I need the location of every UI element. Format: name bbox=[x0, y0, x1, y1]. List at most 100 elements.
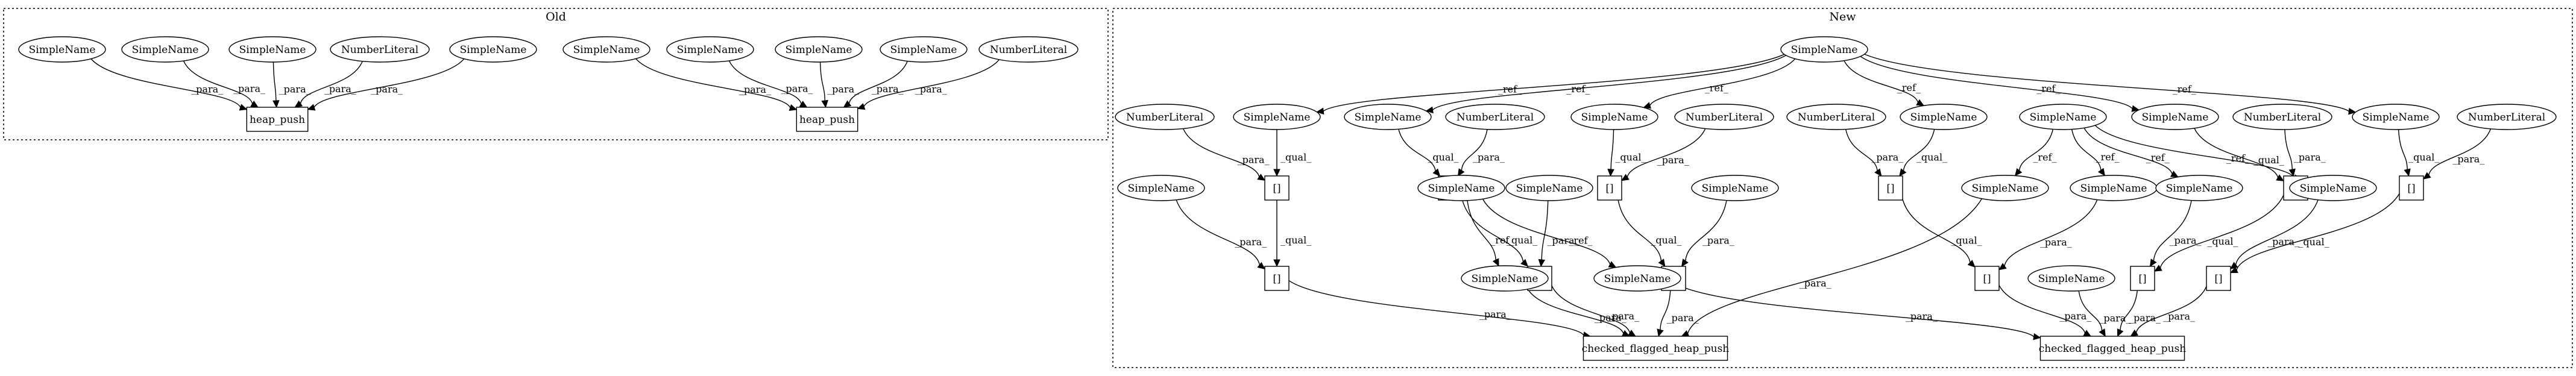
edge-label: _qual_ bbox=[1428, 151, 1458, 163]
cluster-border bbox=[1112, 8, 2573, 368]
node-n_sF: SimpleName bbox=[2352, 104, 2440, 130]
edge-line bbox=[313, 58, 465, 108]
edge-label: _qual_ bbox=[1507, 234, 1537, 246]
node-ellipse bbox=[775, 36, 863, 63]
edge-line bbox=[1176, 199, 1261, 265]
edge-label: _qual_ bbox=[1951, 235, 1982, 246]
edge-line bbox=[1902, 199, 1971, 263]
edge-label: _para_ bbox=[1800, 277, 1831, 289]
edge-label: _ref_ bbox=[2036, 83, 2060, 95]
edge-n_sI-to-n_c3: _para_ bbox=[1681, 200, 1734, 267]
arrowhead-icon bbox=[1273, 259, 1280, 268]
edge-n_sN-to-n_cfhp1: _para_ bbox=[1527, 289, 1630, 337]
edge-line bbox=[1844, 60, 1919, 103]
edge-n_top-to-n_sE: _ref_ bbox=[1860, 55, 2140, 112]
arrowhead-icon bbox=[2131, 105, 2140, 112]
edge-n_sP-to-n_sO: _ref_ bbox=[1482, 198, 1617, 268]
node-label: heap_push bbox=[799, 114, 855, 126]
arrowhead-icon bbox=[2099, 328, 2106, 337]
node-label: [] bbox=[2407, 183, 2415, 195]
edge-line bbox=[1903, 129, 1935, 171]
edge-label: _para_ bbox=[2452, 153, 2484, 164]
node-label: SimpleName bbox=[2166, 183, 2233, 195]
node-ellipse bbox=[1961, 175, 2049, 201]
node-o_s3: SimpleName bbox=[228, 36, 316, 63]
edge-label: _qual_ bbox=[2408, 152, 2439, 163]
edge-line bbox=[2235, 199, 2319, 265]
edge-n_b5-to-n_c5: _qual_ bbox=[2153, 195, 2284, 272]
edge-n_nl3-to-n_b3: _para_ bbox=[1620, 128, 1706, 181]
edge-line bbox=[1864, 54, 2349, 112]
node-ellipse bbox=[1900, 104, 1988, 130]
edge-label: _qual_ bbox=[1280, 152, 1311, 163]
node-label: SimpleName bbox=[1972, 183, 2039, 195]
edge-o_s5-to-o_hp2: _para_ bbox=[635, 58, 798, 111]
node-ellipse bbox=[2352, 104, 2440, 130]
arrowhead-icon bbox=[1607, 169, 1614, 177]
node-n_sG: SimpleName bbox=[1117, 175, 1205, 201]
node-label: [] bbox=[1273, 273, 1280, 285]
node-ellipse bbox=[2232, 104, 2332, 130]
node-label: SimpleName bbox=[573, 44, 640, 56]
edge-o_s8-to-o_hp2: _para_ bbox=[843, 61, 908, 108]
edge-line bbox=[1482, 198, 1611, 265]
edge-n_nl4-to-n_b4: _para_ bbox=[1845, 129, 1903, 177]
arrowhead-icon bbox=[1681, 258, 1689, 267]
arrowhead-icon bbox=[1620, 174, 1630, 181]
node-label: SimpleName bbox=[1244, 111, 1311, 124]
edge-line bbox=[2236, 193, 2400, 271]
edge-line bbox=[1610, 129, 1614, 170]
node-ellipse bbox=[562, 36, 650, 63]
node-ellipse bbox=[2131, 104, 2219, 130]
edge-label: _para_ bbox=[2170, 234, 2202, 246]
node-o_s1: SimpleName bbox=[18, 36, 106, 63]
edge-n_b1-to-n_c1: _qual_ bbox=[1273, 200, 1311, 268]
edge-o_n2-to-o_hp2: _para_ bbox=[857, 59, 1000, 110]
node-label: [] bbox=[1273, 183, 1280, 195]
edge-label: _para_ bbox=[2040, 237, 2072, 248]
edge-n_b4-to-n_c4: _qual_ bbox=[1902, 199, 1982, 268]
node-o_s8: SimpleName bbox=[880, 36, 968, 63]
edge-o_s2-to-o_hp1: _para_ bbox=[183, 60, 265, 108]
node-box bbox=[2206, 266, 2231, 291]
arrowhead-icon bbox=[294, 100, 303, 108]
arrowhead-icon bbox=[2288, 168, 2296, 177]
node-n_b6: [] bbox=[2399, 175, 2424, 201]
edge-n_sMid-to-n_sJ: _ref_ bbox=[2014, 129, 2057, 177]
edge-label: _para_ bbox=[279, 83, 311, 95]
node-ellipse bbox=[1445, 104, 1545, 130]
node-ellipse bbox=[2155, 175, 2243, 201]
node-box bbox=[246, 107, 309, 132]
arrowhead-icon bbox=[239, 104, 248, 111]
arrowhead-icon bbox=[843, 100, 852, 108]
node-ellipse bbox=[880, 36, 968, 63]
node-o_hp1: heap_push bbox=[246, 107, 309, 132]
node-box bbox=[1264, 266, 1290, 291]
node-n_nl5: NumberLiteral bbox=[2232, 104, 2332, 130]
node-n_sK: SimpleName bbox=[2070, 175, 2158, 201]
node-box bbox=[1582, 336, 1728, 361]
node-n_sL: SimpleName bbox=[2155, 175, 2243, 201]
cluster-border bbox=[3, 8, 1109, 140]
arrowhead-icon bbox=[1273, 169, 1280, 177]
edge-n_nl2-to-n_b2: _para_ bbox=[1457, 129, 1505, 177]
arrowhead-icon bbox=[857, 103, 866, 110]
node-ellipse bbox=[18, 36, 106, 63]
node-n_sQ: SimpleName bbox=[2027, 265, 2115, 292]
edge-line bbox=[2120, 290, 2138, 330]
node-n_sN: SimpleName bbox=[1461, 265, 1549, 292]
edge-n_nl5-to-n_b5: _para_ bbox=[2284, 129, 2326, 177]
cluster-old: Old bbox=[3, 8, 1109, 140]
edge-label: _ref_ bbox=[2173, 84, 2196, 95]
node-ellipse bbox=[978, 36, 1079, 63]
edge-label: _para_ bbox=[1667, 312, 1699, 324]
node-label: NumberLiteral bbox=[1686, 111, 1763, 124]
edges-layer: _para__para__para__para__para__para__par… bbox=[90, 54, 2492, 340]
node-n_cfhp2: checked_flagged_heap_push bbox=[2039, 336, 2186, 361]
edge-n_top-to-n_sF: _ref_ bbox=[1864, 54, 2357, 115]
arrowhead-icon bbox=[1622, 330, 1630, 337]
edge-label: _qual_ bbox=[2298, 236, 2329, 248]
edge-label: _para_ bbox=[1235, 236, 1267, 248]
cluster-title: Old bbox=[546, 10, 566, 24]
